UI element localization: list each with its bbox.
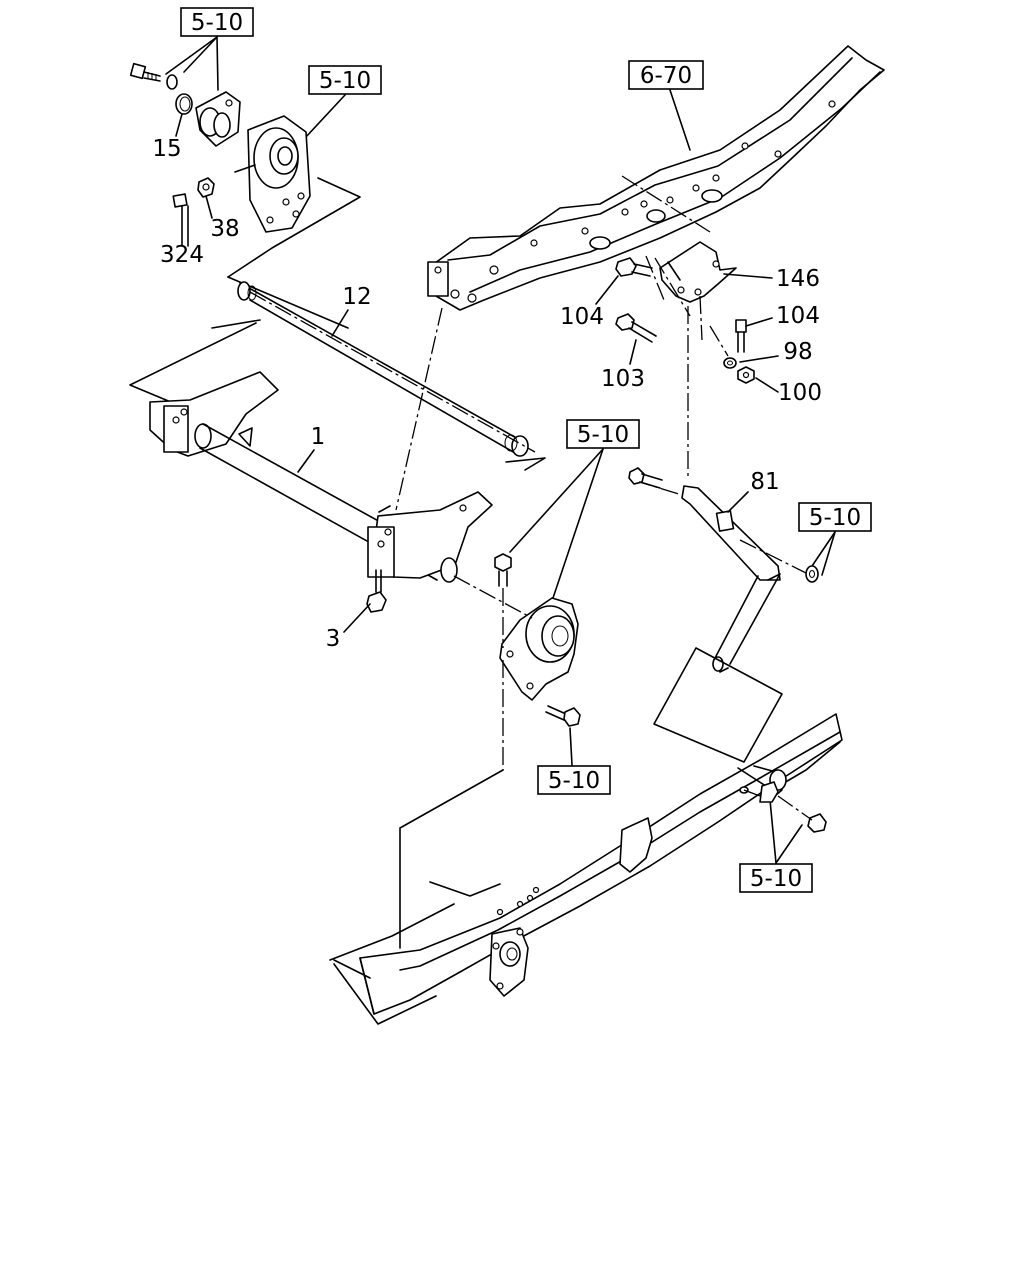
part-324-bolt[interactable]	[172, 193, 189, 247]
label-15[interactable]: 15	[152, 136, 181, 162]
ref-label: 5-10	[809, 505, 861, 531]
label-100[interactable]: 100	[778, 380, 822, 406]
part-104-bolt-lower[interactable]	[735, 319, 747, 353]
ref-leaders	[165, 36, 836, 864]
washer-right[interactable]	[805, 565, 819, 583]
label-104-upper[interactable]: 104	[560, 304, 604, 330]
part-81-link[interactable]	[681, 485, 781, 673]
ref-label: 5-10	[319, 68, 371, 94]
part-103-bolt[interactable]	[615, 313, 657, 343]
label-103[interactable]: 103	[601, 366, 645, 392]
label-81[interactable]: 81	[750, 469, 779, 495]
label-1[interactable]: 1	[311, 424, 326, 450]
bushing-bracket-top[interactable]	[247, 115, 311, 233]
bolt-center-lower[interactable]	[545, 705, 581, 727]
frame-rail-lower[interactable]	[329, 713, 843, 1025]
part-146-bracket[interactable]	[659, 241, 737, 303]
part-1-crossmember[interactable]	[149, 371, 493, 583]
frame-dash-lines	[395, 175, 729, 511]
label-3[interactable]: 3	[326, 626, 341, 652]
label-98[interactable]: 98	[783, 339, 812, 365]
ref-box-right[interactable]: 5-10	[798, 502, 872, 532]
bolt-flange-top-left[interactable]	[129, 62, 161, 82]
ref-box-lower-center[interactable]: 5-10	[537, 765, 611, 795]
ref-box-lower-right[interactable]: 5-10	[739, 863, 813, 893]
ref-box-center[interactable]: 5-10	[566, 419, 640, 449]
part-104-bolt-upper[interactable]	[615, 257, 653, 277]
part-12-shaft[interactable]	[211, 281, 546, 471]
label-12[interactable]: 12	[342, 284, 371, 310]
ref-box-bushing[interactable]: 5-10	[308, 65, 382, 95]
part-98-washer[interactable]	[723, 357, 737, 369]
ref-label: 5-10	[191, 10, 243, 36]
ref-box-frame[interactable]: 6-70	[628, 60, 704, 90]
ref-label: 5-10	[750, 866, 802, 892]
part-3-bolt[interactable]	[366, 569, 387, 613]
lower-mount-assembly[interactable]	[739, 765, 827, 833]
pivot-pin-top[interactable]	[195, 91, 241, 147]
frame-rail-top[interactable]	[427, 45, 885, 311]
bolt-center-top[interactable]	[494, 553, 512, 587]
part-labels: 15 38 324 12 1 3 146 104 104 103 98 100 …	[152, 113, 822, 652]
label-38[interactable]: 38	[210, 216, 239, 242]
part-100-nut[interactable]	[737, 366, 755, 384]
part-38-nut[interactable]	[197, 177, 215, 198]
washer-top-left[interactable]	[166, 74, 178, 90]
label-146[interactable]: 146	[776, 266, 820, 292]
ref-label: 6-70	[640, 63, 692, 89]
ref-box-top-left[interactable]: 5-10	[180, 7, 254, 37]
ref-label: 5-10	[548, 768, 600, 794]
plane-outline-lower	[653, 647, 783, 763]
bushing-bracket-center[interactable]	[499, 597, 579, 701]
label-104-lower[interactable]: 104	[776, 303, 820, 329]
label-324[interactable]: 324	[160, 242, 204, 268]
part-15-oring[interactable]	[175, 93, 193, 115]
bolt-link-top[interactable]	[628, 467, 663, 489]
link-dash	[739, 539, 809, 575]
ref-label: 5-10	[577, 422, 629, 448]
